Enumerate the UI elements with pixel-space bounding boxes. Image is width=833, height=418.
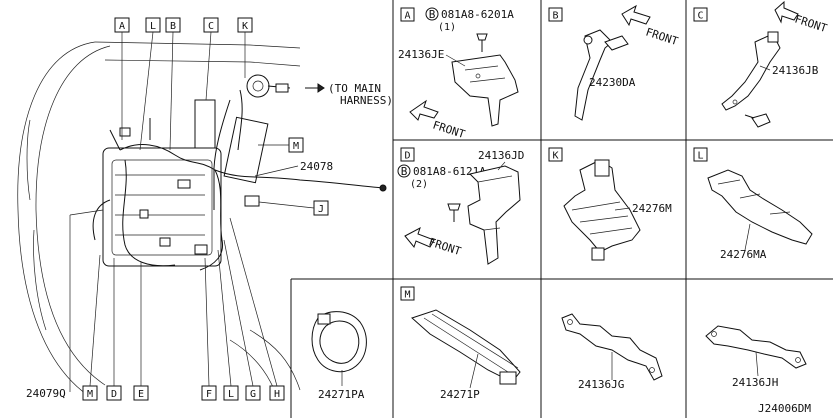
panel-l: L 24276MA xyxy=(693,147,813,261)
callout-l-bottom: L xyxy=(228,389,234,400)
svg-text:B: B xyxy=(429,8,436,21)
panel-k: K 24276M xyxy=(548,147,672,261)
callout-h: H xyxy=(274,389,280,400)
bolt-a: 081A8-6201A xyxy=(441,8,514,21)
callout-a: A xyxy=(119,21,125,32)
to-main-line1: (TO MAIN xyxy=(328,82,381,95)
part-24079q: 24079Q xyxy=(26,387,66,400)
engine-room-view xyxy=(17,41,387,401)
part-24136jb: 24136JB xyxy=(772,64,819,77)
callout-g: G xyxy=(250,389,256,400)
svg-text:FRONT: FRONT xyxy=(644,25,680,48)
part-24136jh: 24136JH xyxy=(732,376,778,389)
callout-m-side: M xyxy=(293,141,299,152)
callout-m-bottom: M xyxy=(87,389,93,400)
part-24271p: 24271P xyxy=(440,388,480,401)
svg-text:FRONT: FRONT xyxy=(427,235,463,258)
svg-text:(2): (2) xyxy=(410,179,428,190)
part-24136jg: 24136JG xyxy=(578,378,624,391)
svg-text:C: C xyxy=(697,11,703,22)
panel-m: M 24271P xyxy=(400,286,521,401)
bolt-d: 081A8-6121A xyxy=(413,165,486,178)
callout-d: D xyxy=(111,389,117,400)
part-24078: 24078 xyxy=(300,160,333,173)
svg-text:A: A xyxy=(404,11,410,22)
part-24136jd: 24136JD xyxy=(478,149,524,162)
part-24271pa: 24271PA xyxy=(318,388,365,401)
svg-text:(1): (1) xyxy=(438,22,456,33)
svg-text:K: K xyxy=(552,151,558,162)
panel-b: B FRONT 24230DA xyxy=(548,4,680,121)
svg-text:L: L xyxy=(697,151,703,162)
callout-f: F xyxy=(206,389,212,400)
bottom-callouts: 24079Q M D E F L G H xyxy=(26,209,285,401)
callout-e: E xyxy=(138,389,144,400)
svg-text:M: M xyxy=(404,290,410,301)
part-24276m: 24276M xyxy=(632,202,672,215)
panel-c: C FRONT 24136JB xyxy=(693,0,829,128)
panel-a: A B 081A8-6201A (1) 24136JE FRONT xyxy=(398,7,519,141)
panel-jh: 24136JH xyxy=(705,325,807,389)
svg-text:FRONT: FRONT xyxy=(431,118,467,141)
top-callouts: A L B C K xyxy=(114,17,253,151)
callout-l: L xyxy=(150,21,156,32)
diagram-id: J24006DM xyxy=(758,402,811,415)
callout-k: K xyxy=(242,21,248,32)
callout-j: J xyxy=(318,204,324,215)
side-callouts: M J 24078 (TO MAIN HARNESS) xyxy=(254,82,393,216)
svg-text:B: B xyxy=(401,165,408,178)
part-24230da: 24230DA xyxy=(589,76,636,89)
panel-d: D 24136JD B 081A8-6121A (2) FRONT xyxy=(397,147,524,265)
panel-jg: 24136JG xyxy=(561,313,663,391)
svg-text:FRONT: FRONT xyxy=(793,12,829,35)
panel-ring: 24271PA xyxy=(311,311,367,401)
callout-c: C xyxy=(208,21,214,32)
callout-b: B xyxy=(170,21,176,32)
panel-grid xyxy=(290,0,833,418)
part-24276ma: 24276MA xyxy=(720,248,767,261)
svg-text:D: D xyxy=(404,151,410,162)
to-main-line2: HARNESS) xyxy=(340,94,393,107)
svg-text:B: B xyxy=(552,11,558,22)
part-24136je: 24136JE xyxy=(398,48,444,61)
